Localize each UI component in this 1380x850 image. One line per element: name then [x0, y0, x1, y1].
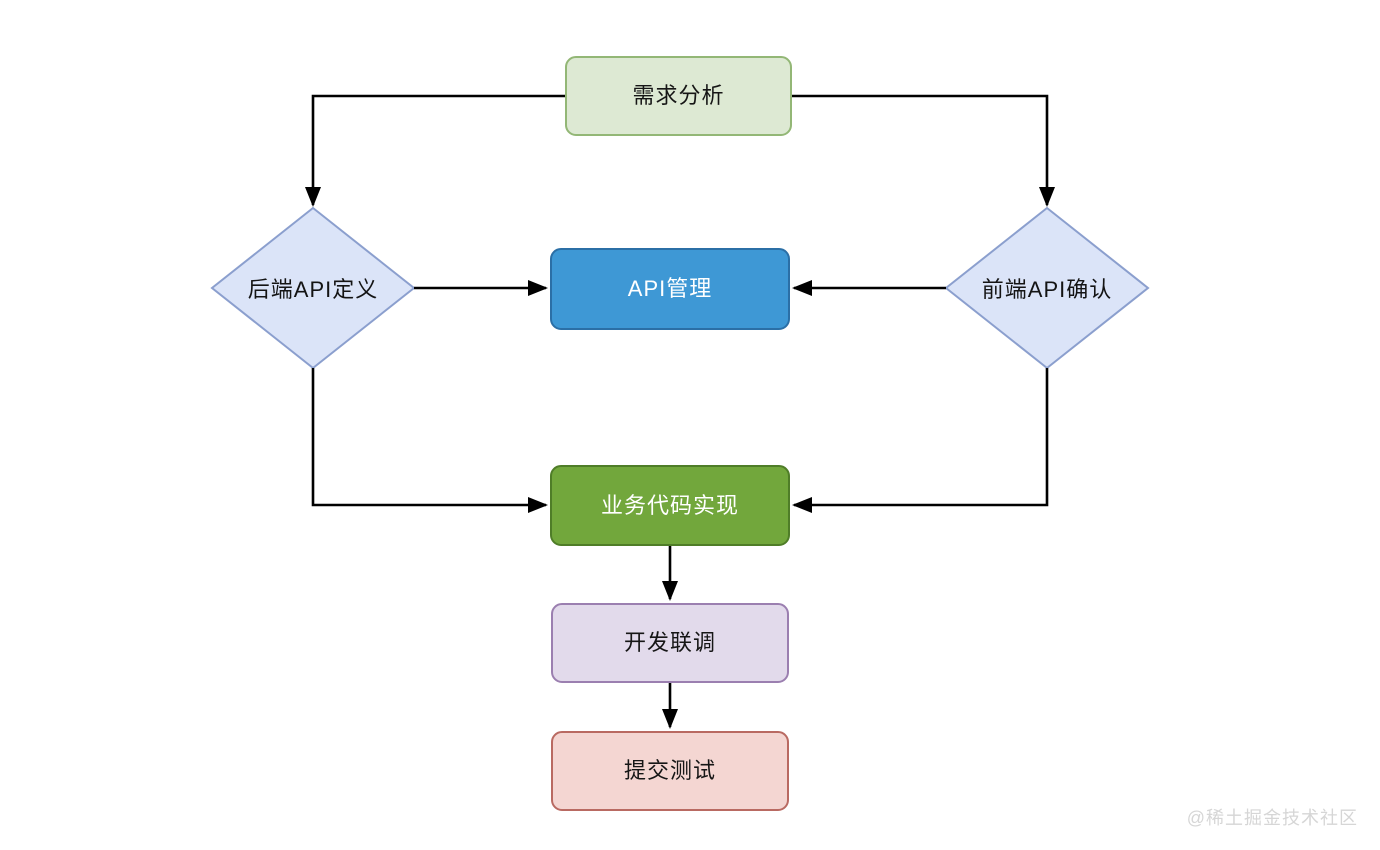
connector-requirements-to-backend-api [305, 94, 565, 207]
node-submit-test-label: 提交测试 [623, 758, 716, 783]
node-backend-api-label: 后端API定义 [247, 277, 379, 302]
connector-requirements-to-frontend-api [792, 94, 1055, 207]
node-backend-api: 后端API定义 [212, 208, 414, 368]
node-joint-debug: 开发联调 [551, 603, 789, 683]
node-joint-debug-label: 开发联调 [623, 630, 716, 655]
connector-backend-api-to-business-code [311, 368, 548, 513]
node-submit-test: 提交测试 [551, 731, 789, 811]
node-frontend-api-label: 前端API确认 [981, 277, 1113, 302]
connector-frontend-api-to-business-code [792, 368, 1049, 513]
node-api-management-label: API管理 [627, 276, 713, 301]
node-requirements: 需求分析 [565, 56, 792, 136]
node-business-code: 业务代码实现 [550, 465, 790, 546]
node-requirements-label: 需求分析 [632, 83, 725, 108]
node-business-code-label: 业务代码实现 [600, 492, 739, 518]
watermark: @稀土掘金技术社区 [1186, 808, 1358, 828]
node-frontend-api: 前端API确认 [946, 208, 1148, 368]
node-api-management: API管理 [550, 248, 790, 330]
